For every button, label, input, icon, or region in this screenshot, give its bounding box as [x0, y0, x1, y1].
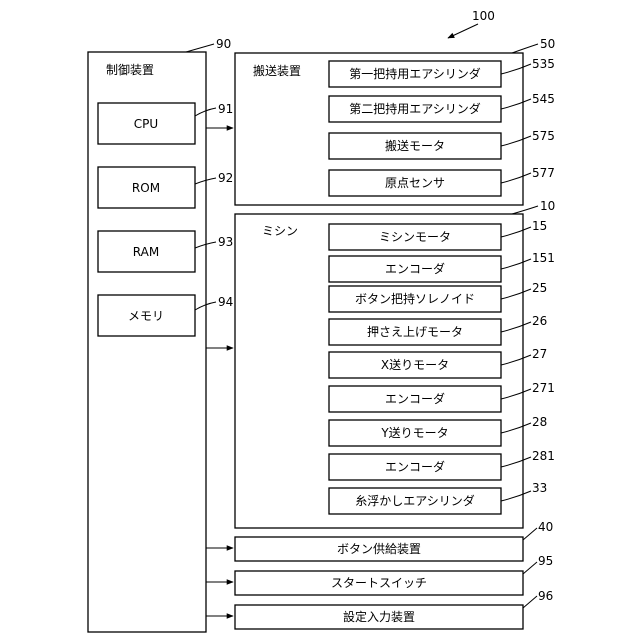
sewing-item-label: エンコーダ	[385, 391, 445, 406]
sewing-item-ref: 15	[532, 219, 547, 233]
button-feeder-leader	[523, 528, 537, 540]
sewing-item-ref: 25	[532, 281, 547, 295]
sewing-item-label: 押さえ上げモータ	[367, 325, 463, 339]
memory-label: メモリ	[128, 309, 164, 323]
sewing-item-label: Y送りモータ	[380, 425, 448, 440]
conveyor-device-ref: 50	[540, 37, 555, 51]
conveyor-item-label: 搬送モータ	[385, 138, 445, 153]
control-device-leader	[186, 44, 214, 52]
rom-label: ROM	[132, 181, 160, 195]
conveyor-item-ref: 545	[532, 92, 555, 106]
button-feeder-ref: 40	[538, 520, 553, 534]
control-device-ref: 90	[216, 37, 231, 51]
cpu-label: CPU	[134, 117, 158, 131]
control-device-title: 制御装置	[106, 62, 154, 77]
sewing-item-label: X送りモータ	[381, 357, 449, 372]
memory-ref: 94	[218, 295, 233, 309]
sewing-item-label: ミシンモータ	[379, 230, 451, 244]
sewing-item-ref: 33	[532, 481, 547, 495]
sewing-item-label: エンコーダ	[385, 261, 445, 276]
conveyor-device-title: 搬送装置	[253, 63, 301, 78]
button-feeder-label: ボタン供給装置	[337, 542, 421, 556]
conveyor-item-ref: 577	[532, 166, 555, 180]
sewing-item-label: ボタン把持ソレノイド	[355, 291, 475, 306]
figure-pointer-arrow	[448, 24, 478, 38]
sewing-item-ref: 26	[532, 314, 547, 328]
sewing-item-ref: 151	[532, 251, 555, 265]
conveyor-device-leader	[512, 44, 538, 53]
ram-label: RAM	[133, 245, 159, 259]
figure-number: 100	[472, 9, 495, 23]
conveyor-item-ref: 535	[532, 57, 555, 71]
settings-input-label: 設定入力装置	[343, 609, 415, 624]
sewing-item-label: エンコーダ	[385, 459, 445, 474]
sewing-item-label: 糸浮かしエアシリンダ	[355, 493, 475, 508]
start-switch-label: スタートスイッチ	[331, 576, 427, 590]
conveyor-item-label: 原点センサ	[385, 176, 445, 190]
rom-ref: 92	[218, 171, 233, 185]
sewing-machine-ref: 10	[540, 199, 555, 213]
conveyor-item-label: 第二把持用エアシリンダ	[349, 101, 481, 116]
settings-input-leader	[523, 596, 537, 608]
sewing-item-ref: 281	[532, 449, 555, 463]
sewing-machine-title: ミシン	[262, 224, 298, 238]
sewing-item-ref: 28	[532, 415, 547, 429]
start-switch-ref: 95	[538, 554, 553, 568]
conveyor-item-ref: 575	[532, 129, 555, 143]
sewing-item-ref: 27	[532, 347, 547, 361]
conveyor-item-label: 第一把持用エアシリンダ	[349, 66, 481, 81]
sewing-item-ref: 271	[532, 381, 555, 395]
ram-ref: 93	[218, 235, 233, 249]
start-switch-leader	[523, 562, 537, 574]
cpu-ref: 91	[218, 102, 233, 116]
settings-input-ref: 96	[538, 589, 553, 603]
sewing-machine-leader	[512, 206, 538, 214]
